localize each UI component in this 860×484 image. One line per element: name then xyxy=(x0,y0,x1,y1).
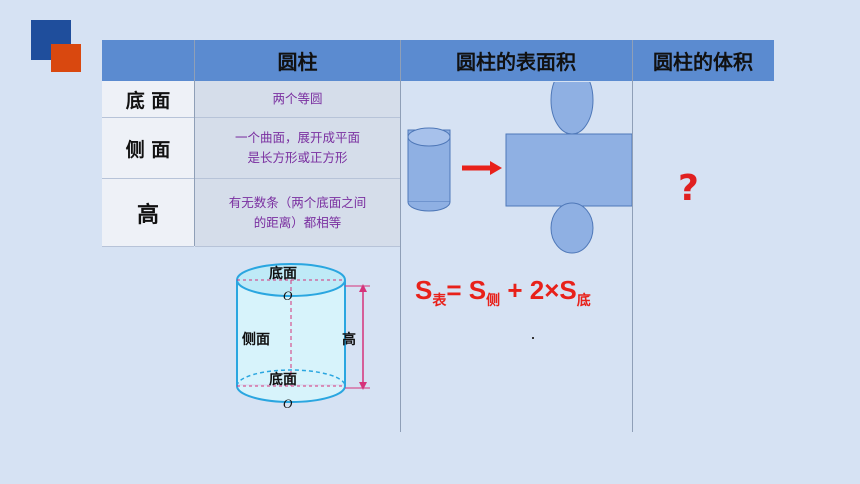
cylinder-net-diagram xyxy=(407,82,632,254)
row-desc-base: 两个等圆 xyxy=(195,81,400,118)
question-mark: ? xyxy=(678,168,699,209)
side-label: 侧面 xyxy=(242,331,270,347)
top-base-label: 底面 xyxy=(269,265,297,281)
top-center-label: O xyxy=(283,288,293,303)
arrow-head-icon xyxy=(490,161,502,175)
row-label-side: 侧 面 xyxy=(102,118,194,179)
row-label-base: 底 面 xyxy=(102,81,194,118)
net-bottom-circle xyxy=(550,202,594,254)
height-label: 高 xyxy=(342,331,356,347)
small-cylinder-top xyxy=(407,127,451,147)
header-cylinder: 圆柱 xyxy=(277,50,318,74)
divider-col1 xyxy=(194,40,195,246)
row-desc-side: 一个曲面，展开成平面 是长方形或正方形 xyxy=(195,118,400,179)
divider-col2 xyxy=(400,40,401,432)
cylinder-diagram: 底面 O 侧面 高 底面 O xyxy=(236,263,370,411)
bottom-base-label: 底面 xyxy=(269,371,297,387)
row-label-height: 高 xyxy=(102,179,194,247)
header-surface-area: 圆柱的表面积 xyxy=(456,50,576,74)
decor-square-orange xyxy=(51,44,81,72)
table-header xyxy=(102,40,774,81)
stray-dot xyxy=(532,337,534,339)
divider-col3 xyxy=(632,40,633,432)
row-desc-height: 有无数条（两个底面之间 的距离）都相等 xyxy=(195,179,400,247)
surface-area-formula: S表= S侧 + 2×S底 xyxy=(415,275,591,308)
net-top-circle xyxy=(550,82,594,135)
header-volume: 圆柱的体积 xyxy=(653,50,753,74)
bottom-center-label: O xyxy=(283,396,293,411)
net-rectangle xyxy=(505,133,632,207)
